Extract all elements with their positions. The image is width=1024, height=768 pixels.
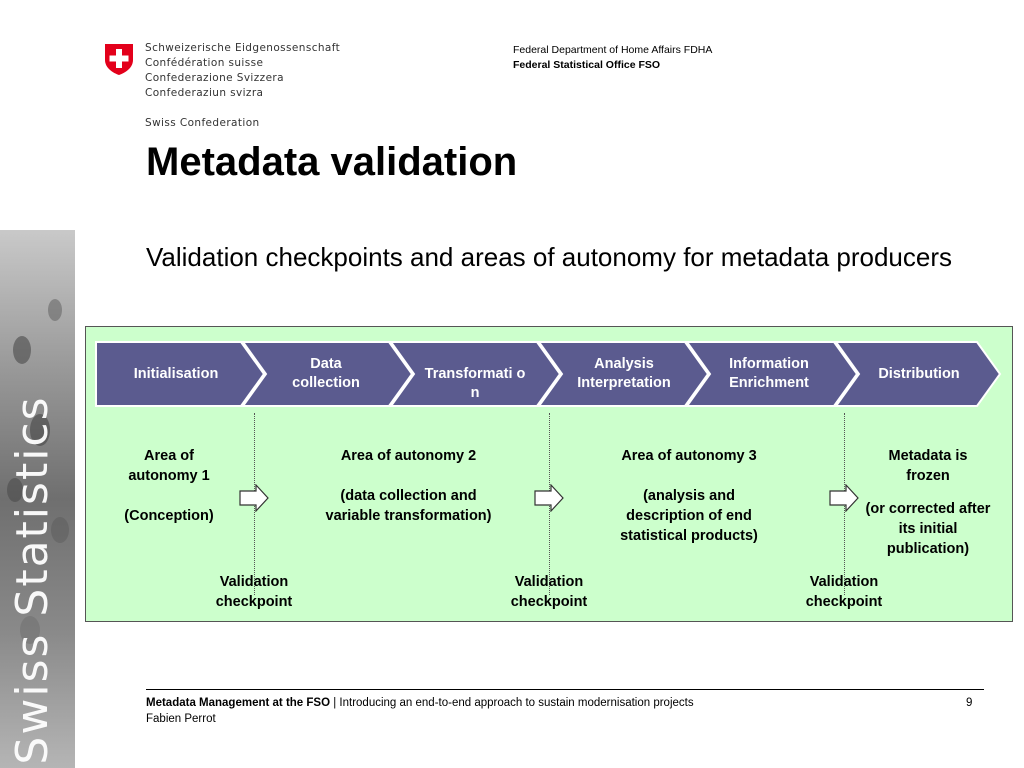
office-name: Federal Statistical Office FSO	[513, 59, 660, 71]
area-4-line1: Metadata is	[848, 446, 1008, 466]
footer-title: Metadata Management at the FSO | Introdu…	[146, 697, 694, 709]
language-line-rm: Confederaziun svizra	[145, 87, 263, 99]
language-line-de: Schweizerische Eidgenossenschaft	[145, 42, 340, 54]
slide-subtitle: Validation checkpoints and areas of auto…	[146, 238, 976, 276]
step-label-information: Information Enrichment	[714, 355, 824, 393]
area-1-detail: (Conception)	[104, 506, 234, 526]
checkpoint-3-line1: Validation	[784, 572, 904, 592]
area-autonomy-2: Area of autonomy 2 (data collection and …	[296, 446, 521, 526]
checkpoint-1-line1: Validation	[194, 572, 314, 592]
area-2-heading: Area of autonomy 2	[296, 446, 521, 466]
checkpoint-1-line2: checkpoint	[194, 592, 314, 612]
area-3-heading: Area of autonomy 3	[589, 446, 789, 466]
language-line-fr: Confédération suisse	[145, 57, 263, 69]
right-arrow-icon	[239, 484, 269, 512]
area-3-detail1: (analysis and	[589, 486, 789, 506]
area-4-detail3: publication)	[848, 539, 1008, 559]
footer-bold-title: Metadata Management at the FSO	[146, 697, 330, 709]
swiss-confederation-label: Swiss Confederation	[145, 117, 260, 129]
checkpoint-2-line1: Validation	[489, 572, 609, 592]
process-diagram: Initialisation Data collection Transform…	[85, 326, 1013, 622]
area-autonomy-3: Area of autonomy 3 (analysis and descrip…	[589, 446, 789, 546]
area-frozen: Metadata is frozen (or corrected after i…	[848, 446, 1008, 559]
right-arrow-icon	[534, 484, 564, 512]
step-label-analysis: Analysis Interpretation	[564, 355, 684, 393]
step-label-initialisation: Initialisation	[106, 365, 246, 384]
area-4-detail1: (or corrected after	[848, 499, 1008, 519]
area-1-line2: autonomy 1	[104, 466, 234, 486]
area-1-line1: Area of	[104, 446, 234, 466]
footer-author: Fabien Perrot	[146, 713, 216, 725]
language-line-it: Confederazione Svizzera	[145, 72, 284, 84]
swiss-flag-icon	[103, 42, 135, 76]
department-name: Federal Department of Home Affairs FDHA	[513, 44, 712, 56]
footer-divider	[146, 689, 984, 690]
area-4-line2: frozen	[848, 466, 1008, 486]
step-label-data-collection: Data collection	[281, 355, 371, 393]
checkpoint-2-line2: checkpoint	[489, 592, 609, 612]
step-label-distribution: Distribution	[864, 365, 974, 384]
area-autonomy-1: Area of autonomy 1 (Conception)	[104, 446, 234, 526]
area-4-detail2: its initial	[848, 519, 1008, 539]
area-3-detail3: statistical products)	[589, 526, 789, 546]
side-decorative-band: Swiss Statistics	[0, 230, 75, 768]
slide-title: Metadata validation	[146, 140, 517, 185]
validation-checkpoint-1: Validation checkpoint	[194, 572, 314, 612]
area-2-detail2: variable transformation)	[296, 506, 521, 526]
validation-checkpoint-3: Validation checkpoint	[784, 572, 904, 612]
checkpoint-3-line2: checkpoint	[784, 592, 904, 612]
validation-checkpoint-2: Validation checkpoint	[489, 572, 609, 612]
step-label-transformation: Transformati on	[421, 365, 529, 403]
footer-description: | Introducing an end-to-end approach to …	[330, 697, 694, 709]
area-3-detail2: description of end	[589, 506, 789, 526]
area-2-detail1: (data collection and	[296, 486, 521, 506]
page-number: 9	[966, 697, 972, 709]
swiss-statistics-label: Swiss Statistics	[7, 365, 67, 768]
